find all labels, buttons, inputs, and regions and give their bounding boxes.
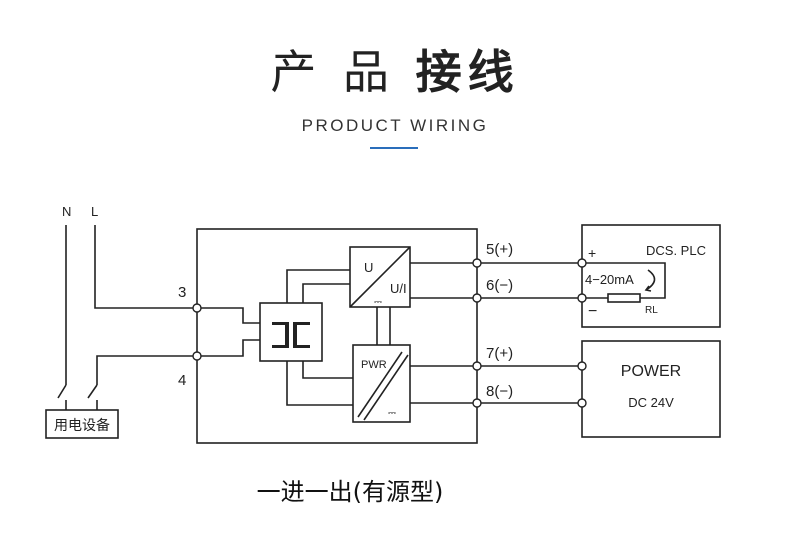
terminal-5 — [472, 258, 482, 268]
terminal-3-label: 3 — [178, 284, 186, 301]
converter-in-label: U — [364, 260, 373, 275]
transformer-icon — [272, 322, 310, 348]
terminal-3 — [192, 303, 202, 313]
terminal-6 — [472, 293, 482, 303]
power-supply-box — [581, 340, 721, 438]
title-bold: 接线 — [415, 45, 520, 99]
converter-box — [349, 246, 411, 308]
current-arrow — [645, 269, 656, 291]
title-light: 产 品 — [270, 45, 395, 99]
label-n: N — [62, 204, 71, 219]
resistor-label: RL — [645, 305, 658, 316]
dc-icon: ⎓ — [374, 297, 382, 308]
signal-label: 4−20mA — [585, 272, 634, 287]
terminal-5-label: 5(+) — [486, 241, 513, 258]
terminal-8-label: 8(−) — [486, 383, 513, 400]
module-box — [196, 228, 478, 444]
dcs-plus: + — [588, 245, 596, 261]
l-switch — [87, 384, 98, 399]
terminal-6-label: 6(−) — [486, 277, 513, 294]
l-wire — [94, 225, 197, 309]
terminal-4-label: 4 — [178, 372, 186, 389]
power-spec: DC 24V — [628, 395, 674, 410]
page-title: 产 品 接线 — [0, 36, 790, 102]
label-l: L — [91, 204, 98, 219]
terminal-4 — [192, 351, 202, 361]
device-box — [45, 409, 119, 439]
terminal-4-wire — [96, 355, 197, 385]
accent-divider — [370, 147, 418, 149]
page-subtitle: PRODUCT WIRING — [301, 116, 489, 135]
terminal-7 — [472, 361, 482, 371]
dc-icon: ⎓ — [388, 408, 396, 419]
converter-out-label: U/I — [390, 281, 407, 296]
terminal-7-label: 7(+) — [486, 345, 513, 362]
pwr-label: PWR — [361, 359, 387, 371]
dcs-minus: − — [588, 303, 597, 320]
terminal-8 — [472, 398, 482, 408]
dcs-plc-box — [581, 224, 721, 328]
power-module-box — [352, 344, 411, 423]
n-switch — [57, 384, 67, 399]
isolation-transformer-box — [259, 302, 323, 362]
resistor-rl — [607, 293, 641, 303]
device-label: 用电设备 — [54, 417, 110, 434]
dcs-title: DCS. PLC — [646, 243, 706, 258]
power-title: POWER — [621, 363, 681, 380]
diagram-caption: 一进一出(有源型) — [256, 478, 444, 506]
